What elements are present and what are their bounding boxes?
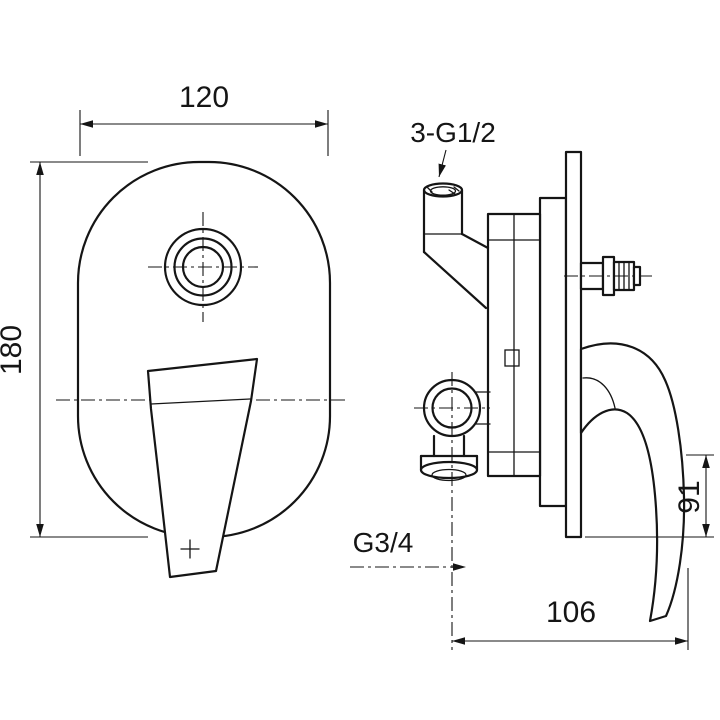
port-centerlines bbox=[414, 372, 490, 650]
dimension-plate-height: 180 bbox=[0, 161, 148, 538]
side-view bbox=[414, 150, 686, 650]
wall-plate-side bbox=[564, 150, 583, 539]
annotation-bottom-outlet: G3/4 bbox=[350, 527, 466, 571]
body-flange bbox=[538, 196, 568, 508]
pipe-section-hatching bbox=[426, 186, 460, 195]
dimension-plate-width: 120 bbox=[79, 81, 329, 156]
inlet-ports-label: 3-G1/2 bbox=[410, 117, 496, 148]
dimension-depth: 106 bbox=[452, 568, 689, 650]
front-view bbox=[56, 160, 348, 579]
button-centerlines bbox=[148, 212, 258, 322]
dimension-handle-height: 91 bbox=[585, 454, 714, 538]
annotation-inlet-ports: 3-G1/2 bbox=[410, 117, 496, 178]
valve-body bbox=[486, 212, 542, 478]
handle-stem-cross bbox=[180, 539, 200, 559]
depth-label: 106 bbox=[546, 596, 596, 629]
handle-front bbox=[146, 357, 259, 579]
handle-height-label: 91 bbox=[673, 480, 706, 513]
handle-side bbox=[579, 342, 686, 623]
bottom-outlet-label: G3/4 bbox=[353, 527, 414, 558]
inlet-pipe bbox=[422, 182, 490, 310]
bottom-outlet-flange bbox=[419, 434, 479, 482]
dimensions: 120 180 3-G1/2 G3/4 91 bbox=[0, 81, 714, 650]
plate-width-label: 120 bbox=[179, 81, 229, 114]
plate-height-label: 180 bbox=[0, 325, 28, 375]
